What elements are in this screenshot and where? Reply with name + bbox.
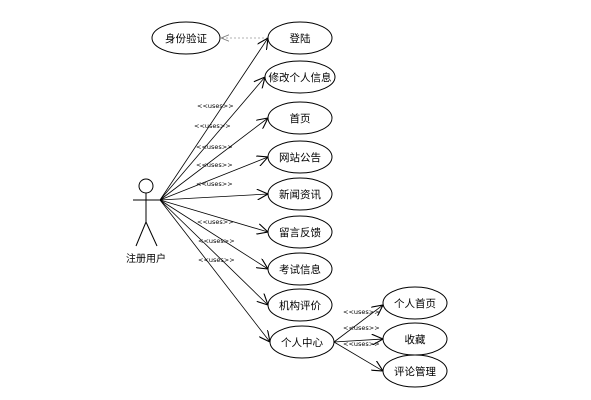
use-case-label: 修改个人信息 [269,71,332,84]
stereotype-label: <<uses>> [197,218,234,226]
association-comment-management [333,341,383,371]
use-case-label: 个人首页 [394,297,436,310]
actor-head [138,178,154,194]
use-case-label: 登陆 [290,32,311,45]
stereotype-label: <<uses>> [343,324,380,332]
stereotype-labels: <<uses>> <<uses>> <<uses>> <<uses>> <<us… [194,102,235,264]
use-case-label: 首页 [290,112,311,125]
use-case-comment-management[interactable]: 评论管理 [382,354,448,388]
actor-left-leg [135,221,147,247]
stereotype-label: <<uses>> [196,161,233,169]
use-case-personal-center[interactable]: 个人中心 [269,325,335,359]
use-case-label: 个人中心 [281,336,323,349]
actor-right-leg [145,221,158,247]
use-case-login[interactable]: 登陆 [267,21,333,55]
stereotype-label: <<uses>> [196,143,233,151]
use-case-ellipse[interactable] [267,140,333,174]
stereotype-label: <<uses>> [198,237,235,245]
association-institution-review [159,199,268,305]
use-case-favorites[interactable]: 收藏 [382,322,448,356]
association-personal-center [159,199,270,342]
use-case-label: 考试信息 [279,263,321,276]
stereotype-label: <<uses>> [198,256,235,264]
association-favorites [333,339,383,342]
external-use-case-ellipse[interactable] [151,21,221,55]
use-case-ellipse[interactable] [267,215,333,249]
external-use-case-label: 身份验证 [165,32,207,45]
association-feedback [159,199,268,232]
use-case-ellipse[interactable] [267,252,333,286]
stereotype-label: <<uses>> [194,122,231,130]
actor-label: 注册用户 [126,252,166,265]
use-case-personal-home[interactable]: 个人首页 [382,286,448,320]
use-case-ellipse[interactable] [382,354,448,388]
stereotype-label: <<uses>> [343,308,380,316]
association-personal-home [333,305,383,343]
use-case-news[interactable]: 新闻资讯 [267,177,333,211]
association-login [159,38,268,201]
stereotype-label: <<uses>> [197,102,234,110]
use-case-edit-profile[interactable]: 修改个人信息 [264,60,336,94]
use-case-ellipse[interactable] [267,177,333,211]
use-case-label: 评论管理 [394,365,436,378]
use-case-ellipse[interactable] [267,21,333,55]
use-case-home[interactable]: 首页 [267,101,333,135]
use-case-ellipse[interactable] [267,101,333,135]
use-case-label: 收藏 [405,333,426,346]
stereotype-label: <<uses>> [196,180,233,188]
sub-stereotype-labels: <<uses>> <<uses>> <<uses>> [343,308,380,348]
use-case-ellipse[interactable] [382,286,448,320]
association-announcement [159,157,268,201]
use-case-ellipse[interactable] [267,288,333,322]
use-case-announcement[interactable]: 网站公告 [267,140,333,174]
actor-associations [159,38,270,342]
stereotype-label: <<uses>> [343,340,380,348]
use-case-ellipse[interactable] [264,60,336,94]
sub-associations [333,305,383,371]
use-case-label: 网站公告 [279,151,321,164]
use-case-label: 机构评价 [279,299,321,312]
use-case-exam-info[interactable]: 考试信息 [267,252,333,286]
use-case-feedback[interactable]: 留言反馈 [267,215,333,249]
use-case-label: 新闻资讯 [279,188,321,201]
use-case-label: 留言反馈 [279,226,321,239]
association-news [159,194,268,201]
actor-figure [133,178,160,247]
association-exam-info [159,199,268,269]
association-edit-profile [159,77,265,201]
association-home [159,118,268,201]
use-case-institution-review[interactable]: 机构评价 [267,288,333,322]
